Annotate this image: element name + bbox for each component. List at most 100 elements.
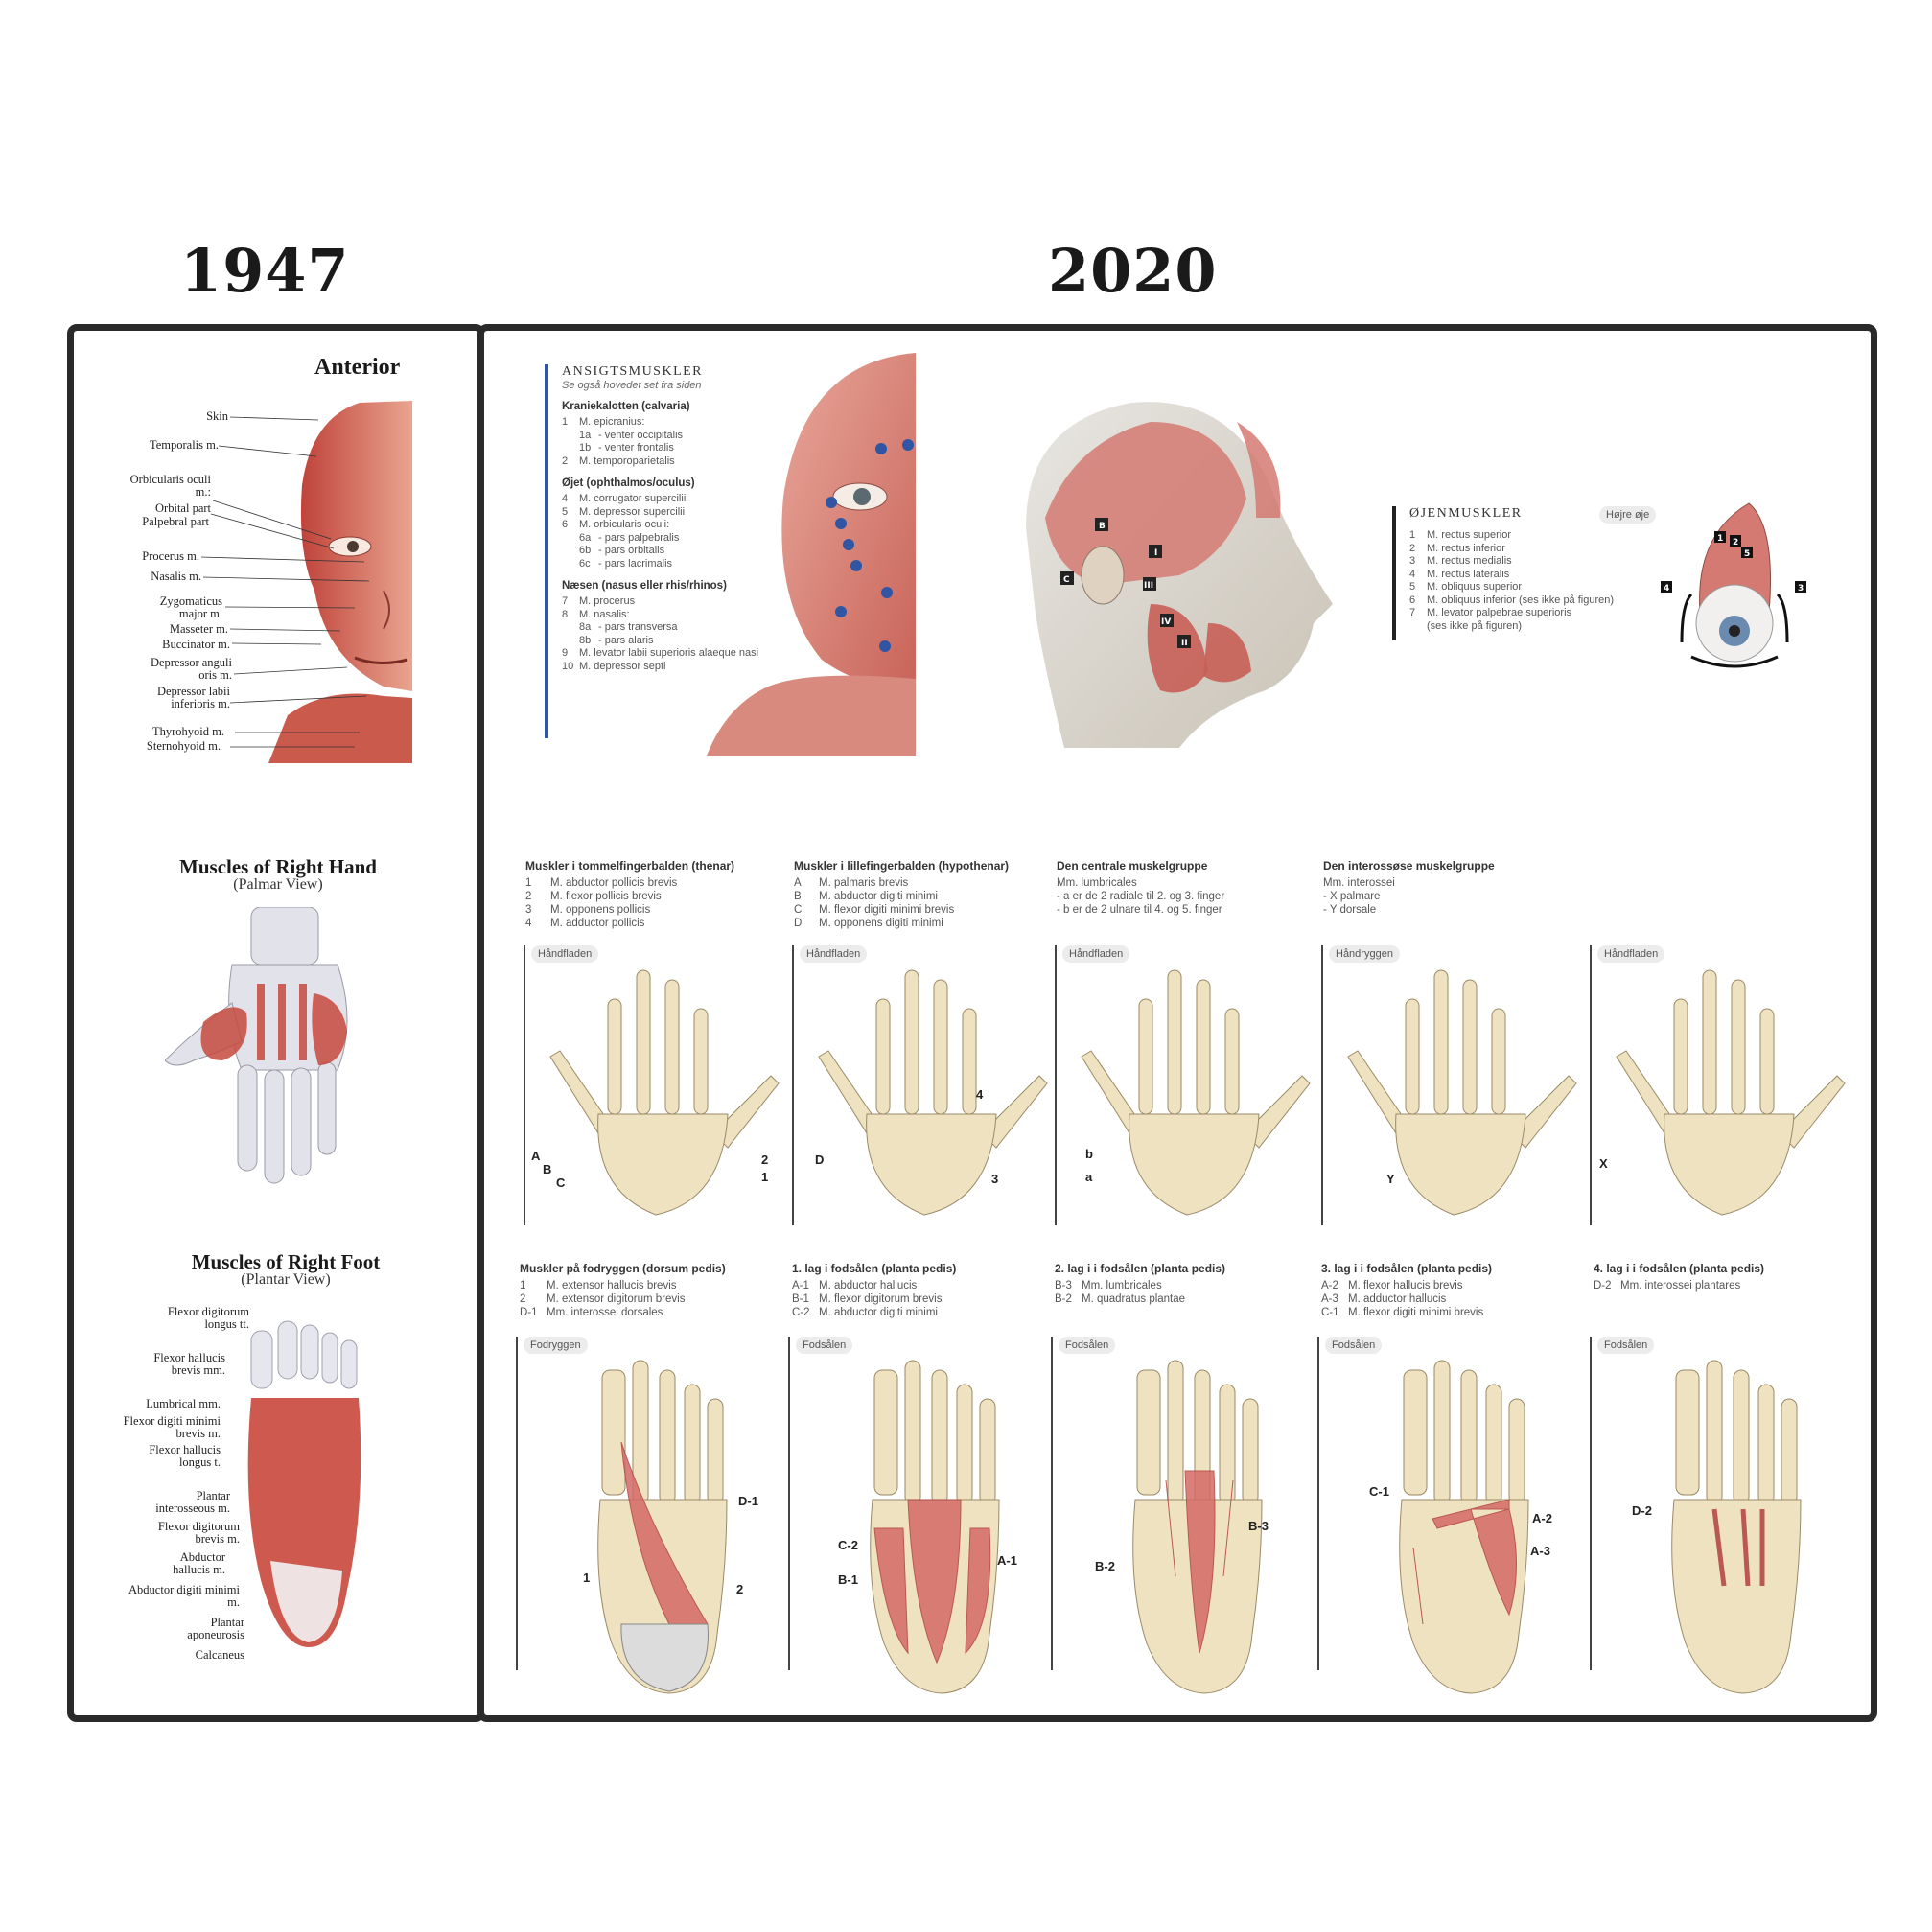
toe-bone — [873, 1369, 898, 1496]
hand-legend-key: B — [794, 891, 802, 902]
foot-legend-key: 2 — [520, 1293, 526, 1305]
hand-bones-illustration — [1347, 969, 1577, 1216]
hand-legend-row: - X palmare — [1323, 890, 1572, 903]
foot-legend-key: B-3 — [1055, 1280, 1072, 1292]
toe-bone — [707, 1398, 724, 1505]
hand-legend-key: 3 — [525, 904, 532, 916]
old-foot-label-6: Flexor digitorum brevis m. — [157, 1520, 240, 1546]
foot-bones-illustration — [1399, 1360, 1529, 1694]
hand-divider — [524, 945, 525, 1225]
face-front-illustration — [707, 353, 916, 756]
hand-legend-row: Mm. interossei — [1323, 876, 1572, 890]
finger-bone — [1759, 1008, 1775, 1115]
hand-callout-d: D — [815, 1152, 825, 1167]
foot-bones-illustration — [597, 1360, 728, 1694]
toe-bone — [1733, 1369, 1750, 1505]
hand-callout-4: 4 — [976, 1087, 984, 1102]
carpal-bones — [1395, 1113, 1526, 1216]
hand-bones-illustration — [1072, 951, 1311, 1216]
face-legend-key: 6c — [579, 557, 591, 570]
old-foot-label-4: Flexor hallucis longus t. — [149, 1443, 221, 1469]
toe-bone — [1433, 1360, 1451, 1505]
hand-view-pill: Håndfladen — [1062, 945, 1130, 963]
foot-legend-title: 1. lag i fodsålen (planta pedis) — [792, 1262, 957, 1275]
foot-legend-key: C-2 — [792, 1307, 810, 1318]
face-legend-key: 2 — [562, 454, 569, 467]
hand-callout-a: A — [531, 1149, 541, 1163]
old-foot-label-2: Lumbrical mm. — [146, 1397, 221, 1410]
hand-view-pill: Håndfladen — [800, 945, 868, 963]
foot-legend-key: A-3 — [1321, 1293, 1338, 1305]
hand-legend-key: 4 — [525, 918, 532, 929]
eye-legend-value: M. levator palpebrae superioris — [1427, 607, 1572, 618]
face-legend-row: 1b- venter frontalis — [562, 442, 775, 455]
eye-legend-value: M. rectus inferior — [1427, 542, 1505, 554]
foot-view-pill: Fodsålen — [796, 1337, 853, 1354]
hand-callout-1: 1 — [761, 1170, 769, 1184]
hand-legend-value: M. adductor pollicis — [550, 918, 645, 929]
svg-text:4: 4 — [1664, 584, 1669, 594]
face-legend-key: 7 — [562, 595, 569, 607]
hand-legend-key: C — [794, 904, 803, 916]
finger-bone — [1433, 969, 1449, 1115]
foot-legend-key: A-1 — [792, 1280, 809, 1292]
old-foot-label-5: Plantar interosseous m. — [155, 1489, 230, 1515]
foot-divider — [788, 1337, 790, 1670]
hand-legend-value: - Y dorsale — [1323, 904, 1377, 916]
old-face-illustration — [200, 401, 412, 763]
foot-legend-value: Mm. interossei plantares — [1620, 1280, 1741, 1292]
old-face-label-9: Buccinator m. — [162, 638, 230, 651]
old-hand-illustration — [165, 907, 348, 1184]
foot-callout-a-3: A-3 — [1530, 1544, 1550, 1558]
hand-legend-value: Mm. lumbricales — [1057, 877, 1137, 889]
foot-divider — [1317, 1337, 1319, 1670]
face-legend-key: 8 — [562, 608, 569, 620]
eye-pill-right-eye: Højre øje — [1599, 506, 1657, 524]
eye-legend-value: M. obliquus superior — [1427, 581, 1523, 593]
foot-bones-illustration — [1671, 1360, 1802, 1694]
hand-callout-3: 3 — [991, 1172, 999, 1186]
old-face-label-1: Temporalis m. — [149, 438, 219, 452]
face-legend-value: M. temporoparietalis — [579, 454, 675, 467]
face-legend-value: - venter occipitalis — [598, 429, 684, 441]
face-legend-key: 9 — [562, 647, 569, 659]
foot-callout-a-2: A-2 — [1532, 1511, 1552, 1525]
foot-callout-b-3: B-3 — [1248, 1519, 1269, 1533]
toe-bone — [1403, 1369, 1428, 1496]
hand-legend-title: Muskler i tommelfingerbalden (thenar) — [525, 859, 735, 873]
svg-text:5: 5 — [1744, 549, 1750, 559]
foot-view-pill: Fodsålen — [1325, 1337, 1383, 1354]
svg-text:I: I — [1154, 548, 1157, 558]
eye-legend-value: M. rectus superior — [1427, 529, 1512, 541]
toe-bone — [1460, 1369, 1478, 1505]
hand-legend-value: M. abductor digiti minimi — [819, 891, 938, 902]
face-section-title: Næsen (nasus eller rhis/rhinos) — [562, 580, 727, 592]
old-foot-title: Muscles of Right Foot — [191, 1250, 381, 1273]
toe-bone — [1706, 1360, 1723, 1505]
face-legend-row: 8b- pars alaris — [562, 635, 775, 648]
toe-bone — [1508, 1398, 1525, 1505]
toe-bone — [684, 1384, 701, 1505]
year-1947: 1947 — [180, 236, 350, 306]
carpal-bones — [597, 1113, 729, 1216]
foot-muscles — [1165, 1470, 1234, 1654]
foot-legend-value: M. flexor digitorum brevis — [819, 1293, 943, 1305]
eye-illustration: 1 2 5 4 3 — [1661, 502, 1806, 668]
hand-legend-key: D — [794, 918, 803, 929]
foot-muscles — [1412, 1499, 1517, 1625]
svg-text:3: 3 — [1798, 584, 1804, 594]
carpal-bones — [1664, 1113, 1795, 1216]
